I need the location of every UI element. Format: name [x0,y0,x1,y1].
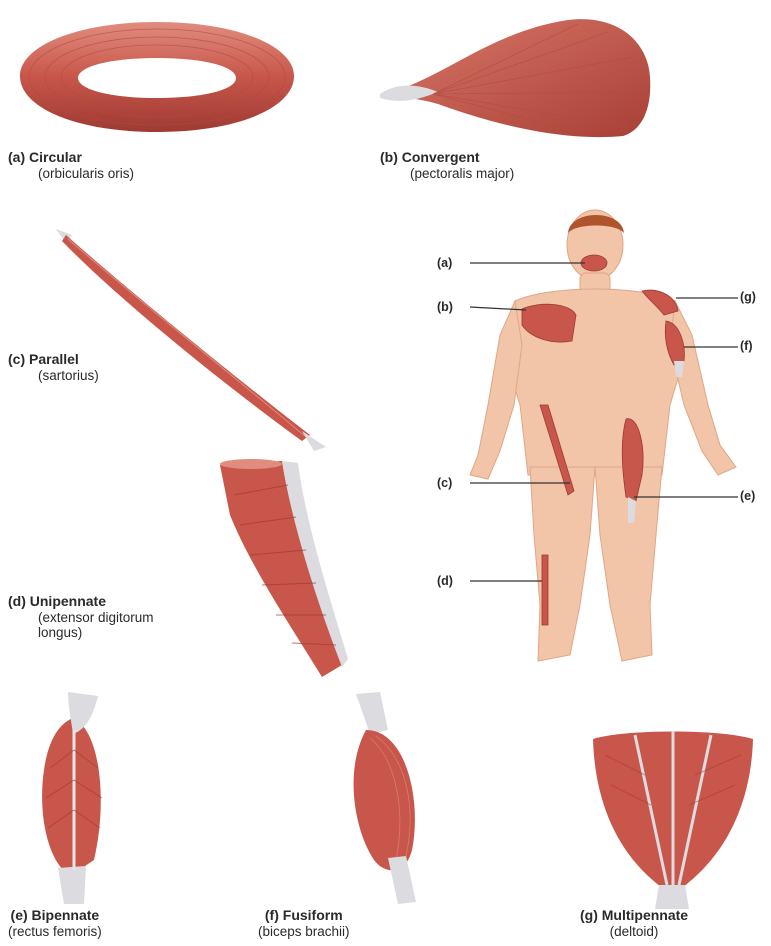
caption-unipennate: (d) Unipennate (extensor digitorum longu… [8,594,154,640]
callout-c: (c) [437,476,452,490]
caption-subtitle: (biceps brachii) [258,924,350,939]
caption-convergent: (b) Convergent (pectoralis major) [380,150,514,181]
unipennate-muscle-illustration [210,455,350,685]
caption-subtitle: (deltoid) [580,924,688,939]
caption-subtitle: (sartorius) [38,368,99,383]
caption-subtitle: (pectoralis major) [410,166,514,181]
multipennate-muscle-illustration [585,725,760,910]
caption-title: (d) Unipennate [8,594,154,610]
caption-bipennate: (e) Bipennate (rectus femoris) [8,908,102,939]
caption-title: (b) Convergent [380,150,514,166]
callout-d: (d) [437,574,453,588]
caption-title: (g) Multipennate [580,908,688,924]
caption-title: (e) Bipennate [8,908,102,924]
human-body-diagram [430,205,771,675]
caption-fusiform: (f) Fusiform (biceps brachii) [258,908,350,939]
callout-b: (b) [437,300,453,314]
caption-title: (f) Fusiform [258,908,350,924]
caption-title: (a) Circular [8,150,134,166]
callout-e: (e) [740,489,755,503]
callout-a: (a) [437,256,452,270]
caption-multipennate: (g) Multipennate (deltoid) [580,908,688,939]
caption-title: (c) Parallel [8,352,99,368]
bipennate-muscle-illustration [28,690,118,910]
caption-circular: (a) Circular (orbicularis oris) [8,150,134,181]
caption-subtitle: (orbicularis oris) [38,166,134,181]
callout-g: (g) [740,290,756,304]
circular-muscle-illustration [12,18,302,138]
caption-subtitle: (extensor digitorum longus) [38,610,154,640]
caption-subtitle: (rectus femoris) [8,924,102,939]
caption-parallel: (c) Parallel (sartorius) [8,352,99,383]
parallel-muscle-illustration [52,225,332,455]
convergent-muscle-illustration [378,12,658,142]
callout-f: (f) [740,339,753,353]
fusiform-muscle-illustration [336,690,436,910]
